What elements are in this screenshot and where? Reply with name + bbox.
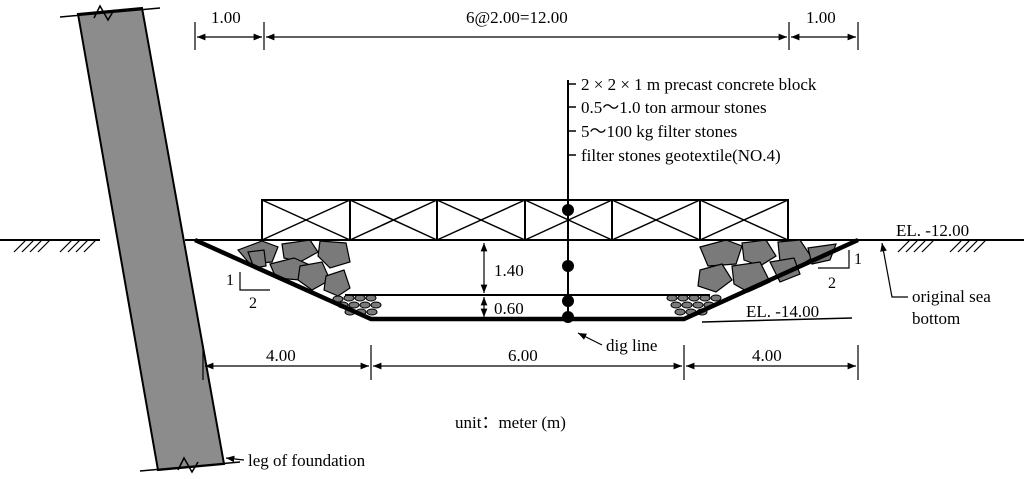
elevation-bottom: EL. -14.00 [746, 302, 819, 321]
dim-top-mid: 6@2.00=12.00 [466, 8, 568, 27]
bottom-dimensions: 4.00 6.00 4.00 [202, 345, 859, 380]
legend-leader [562, 80, 576, 323]
armour-stones-right [697, 239, 837, 293]
bottom-label: bottom [912, 309, 960, 328]
original-sea-bottom-annotation: original sea bottom [880, 242, 991, 328]
dim-bottom-mid: 6.00 [508, 346, 538, 365]
elevation-top: EL. -12.00 [896, 221, 969, 240]
dim-height-upper: 1.40 [494, 261, 524, 280]
top-dimensions: 1.00 6@2.00=12.00 1.00 [194, 8, 859, 50]
legend-item-3: 5～100 kg filter stones [581, 122, 737, 141]
dim-top-left: 1.00 [211, 8, 241, 27]
foundation-leg [59, 4, 241, 474]
leg-annotation: leg of foundation [225, 451, 366, 470]
block-dividers [349, 200, 701, 240]
armour-stones-left [236, 239, 351, 297]
dig-line-label: dig line [606, 336, 657, 355]
legend-item-2: 0.5～1.0 ton armour stones [581, 98, 767, 117]
legend-text: 2 × 2 × 1 m precast concrete block 0.5～1… [581, 75, 817, 165]
ground-hatch-left [13, 239, 97, 253]
ground-hatch-right [897, 239, 987, 253]
dim-height-lower: 0.60 [494, 299, 524, 318]
precast-concrete-blocks [261, 199, 789, 241]
dim-bottom-right: 4.00 [752, 346, 782, 365]
slope-right-vertical: 1 [854, 251, 862, 268]
legend-item-4: filter stones geotextile(NO.4) [581, 146, 781, 165]
vertical-dimensions: 1.40 0.60 [480, 243, 524, 318]
marker-dot-armour [562, 260, 574, 272]
trench-dig-line [194, 237, 859, 322]
elevation-labels: EL. -12.00 EL. -14.00 [701, 221, 969, 323]
marker-dot-filter [562, 295, 574, 307]
slope-left-vertical: 1 [226, 272, 234, 289]
slope-indicator-right: 1 2 [818, 250, 862, 292]
dim-bottom-left: 4.00 [266, 346, 296, 365]
slope-indicator-left: 1 2 [226, 272, 270, 312]
dim-top-right: 1.00 [806, 8, 836, 27]
marker-dot-block [562, 204, 574, 216]
slope-left-horizontal: 2 [249, 295, 257, 312]
leg-label: leg of foundation [248, 451, 366, 470]
original-sea-label: original sea [912, 287, 991, 306]
legend-item-1: 2 × 2 × 1 m precast concrete block [581, 75, 817, 94]
unit-label: unit：meter (m) [455, 413, 566, 432]
slope-right-horizontal: 2 [828, 275, 836, 292]
marker-dot-geotextile [562, 311, 574, 323]
dig-line-annotation: dig line [577, 332, 657, 355]
